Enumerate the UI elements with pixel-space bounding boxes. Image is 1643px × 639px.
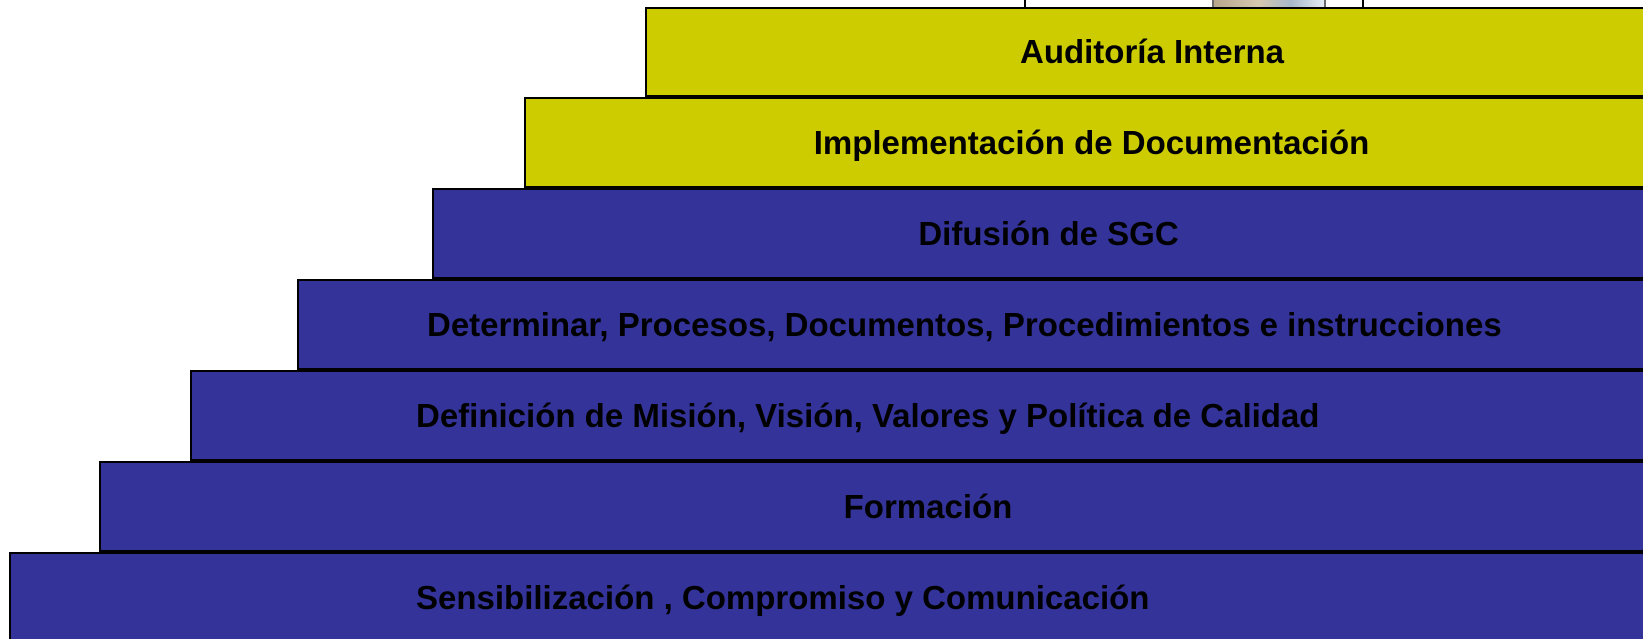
step-definicion-mision: Definición de Misión, Visión, Valores y … [190, 370, 1643, 461]
step-label: Formación [843, 487, 1013, 525]
photo-fragment [1212, 0, 1326, 7]
step-determinar-procesos: Determinar, Procesos, Documentos, Proced… [297, 279, 1643, 370]
step-auditoria-interna: Auditoría Interna [645, 7, 1643, 97]
step-label: Implementación de Documentación [813, 123, 1370, 161]
step-label: Difusión de SGC [918, 214, 1179, 252]
step-label: Determinar, Procesos, Documentos, Proced… [427, 305, 1502, 343]
step-formacion: Formación [99, 461, 1643, 552]
step-label: Sensibilización , Compromiso y Comunicac… [416, 578, 1150, 616]
step-sensibilizacion: Sensibilización , Compromiso y Comunicac… [9, 552, 1643, 639]
step-implementacion-documentacion: Implementación de Documentación [524, 97, 1643, 188]
step-difusion-sgc: Difusión de SGC [432, 188, 1643, 279]
step-label: Definición de Misión, Visión, Valores y … [416, 396, 1320, 434]
step-label: Auditoría Interna [1019, 33, 1285, 70]
